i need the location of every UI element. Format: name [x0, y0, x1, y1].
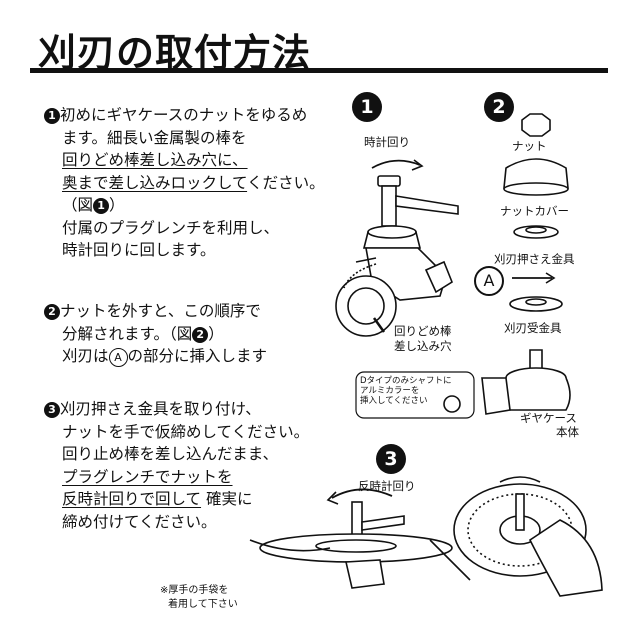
- step-2-line-1: ナットを外すと、この順序で: [60, 302, 261, 320]
- step-2-figref-close: ）: [208, 324, 224, 343]
- step-1-figref-close: ）: [109, 196, 125, 214]
- fig3-blade-tightening: [249, 476, 603, 597]
- fig2-dtype-note-3: 挿入してください: [360, 396, 428, 406]
- fig2-nut-cover-label: ナットカバー: [500, 204, 569, 218]
- marker-a-circle: A: [474, 266, 504, 296]
- fig2-nut-label: ナット: [512, 139, 547, 153]
- step-1-line-2: ます。細長い金属製の棒を: [62, 128, 247, 147]
- step-1-line-4: ください。: [247, 173, 325, 192]
- fig2-exploded-parts: [355, 113, 571, 419]
- fig3-rotation-label: 反時計回り: [358, 479, 416, 493]
- fig1-gearcase-illustration: [335, 159, 459, 337]
- fig1-rotation-label: 時計回り: [364, 135, 410, 149]
- fig2-gearcase-label-2: 本体: [556, 425, 579, 439]
- fig2-dtype-note-2: アルミカラーを: [360, 386, 420, 396]
- fig3-glove-note-1: ※厚手の手袋を: [160, 585, 229, 596]
- title-rule: [30, 68, 608, 73]
- step-1-line-6: 付属のプラグレンチを利用し、: [62, 218, 280, 237]
- fig3-glove-note-2: 着用して下さい: [168, 599, 238, 610]
- step-number-badge: 2: [44, 304, 60, 320]
- step-2-line-2: 分解されます。（図: [62, 324, 193, 343]
- step-number-badge: 3: [44, 402, 60, 418]
- step-3-line-1: 刈刃押さえ金具を取り付け、: [60, 400, 261, 418]
- step-1-line-1: 初めにギヤケースのナットをゆるめ: [60, 106, 308, 124]
- step-3-line-3: 回り止め棒を差し込んだまま、: [62, 445, 279, 463]
- step-2-line-3: 刈刃は: [62, 347, 109, 365]
- fig1-hole-label-1: 回りどめ棒: [394, 324, 452, 338]
- step-1-line-7: 時計回りに回します。: [62, 241, 216, 259]
- marker-a: A: [108, 348, 128, 367]
- fig2-gearcase-label-1: ギヤケース: [520, 411, 577, 425]
- fig3-number-badge: 3: [376, 444, 406, 474]
- fig2-dtype-note-1: Dタイプのみシャフトに: [360, 376, 452, 386]
- figref-badge: 2: [192, 326, 209, 343]
- fig2-blade-holder-label: 刈刃押さえ金具: [494, 252, 575, 266]
- step-3-line-2: ナットを手で仮締めしてください。: [62, 422, 310, 441]
- fig2-blade-receiver-label: 刈刃受金具: [504, 321, 562, 335]
- step-2-line-3-end: の部分に挿入します: [127, 347, 268, 365]
- step-1-figref-open: （図: [62, 196, 94, 214]
- page-title: 刈刃の取付方法: [38, 31, 312, 75]
- step-3-line-6: 締め付けてください。: [62, 512, 217, 531]
- fig1-number-badge: 1: [352, 92, 382, 122]
- step-1-line-4-emph: 奥まで差し込みロックして: [62, 173, 248, 192]
- step-3-line-4: プラグレンチでナットを: [62, 467, 233, 486]
- fig2-number-badge: 2: [484, 92, 514, 122]
- fig1-hole-label-2: 差し込み穴: [394, 339, 452, 353]
- step-1-line-3: 回りどめ棒差し込み穴に、: [62, 151, 248, 169]
- figref-badge: 1: [93, 198, 110, 214]
- step-3-line-5: 確実に: [201, 490, 253, 508]
- step-3-line-5-emph: 反時計回りで回して: [62, 490, 202, 508]
- step-number-badge: 1: [44, 108, 60, 124]
